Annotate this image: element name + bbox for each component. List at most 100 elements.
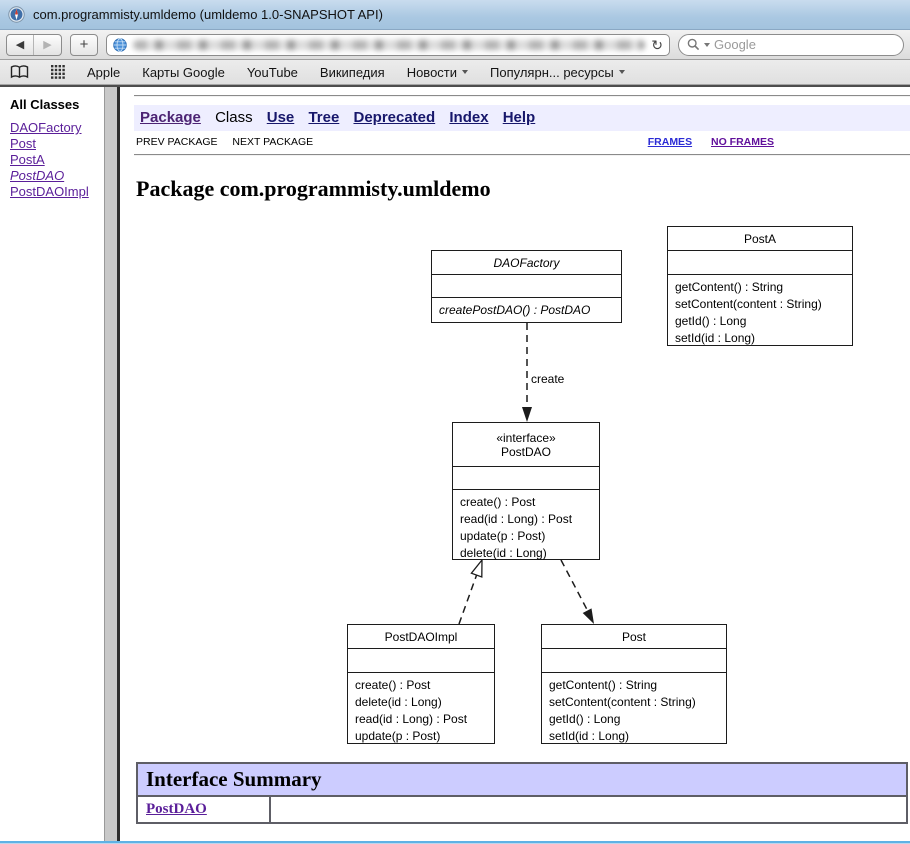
nav-use-link[interactable]: Use <box>266 109 295 126</box>
uml-attributes-compartment <box>453 467 599 490</box>
uml-method: getContent() : String <box>549 678 658 692</box>
nav-help-link[interactable]: Help <box>502 109 536 126</box>
bookmark-item-maps[interactable]: Карты Google <box>142 64 225 80</box>
status-bar <box>0 841 910 844</box>
uml-class-name: Post <box>542 625 726 649</box>
nav-class-label: Class <box>215 109 253 126</box>
chevron-down-icon <box>618 70 625 74</box>
search-options-chevron-icon[interactable] <box>704 42 710 47</box>
summary-description-cell <box>269 795 908 824</box>
all-classes-frame: All Classes DAOFactory Post PostA PostDA… <box>0 87 104 841</box>
uml-method: getId() : Long <box>549 712 621 726</box>
uml-method: create() : Post <box>355 678 431 692</box>
uml-methods-compartment: create() : Post delete(id : Long) read(i… <box>348 673 494 745</box>
uml-methods-compartment: createPostDAO() : PostDAO <box>432 298 621 319</box>
uml-class-name: PostA <box>668 227 852 251</box>
uml-stereotype: «interface» <box>496 430 556 445</box>
uml-diagram: create DAOFactory createPostDAO() : Post… <box>134 224 910 746</box>
censored-url-text <box>133 39 646 50</box>
uml-class-name: PostDAOImpl <box>348 625 494 649</box>
next-package-label: NEXT PACKAGE <box>232 136 314 148</box>
sidebar-link-postdao[interactable]: PostDAO <box>10 168 65 183</box>
nav-button-group: ◀ ▶ <box>6 33 62 56</box>
safari-compass-icon <box>8 6 25 23</box>
uml-interface-postdao: «interface» PostDAO create() : Post read… <box>452 422 600 560</box>
frames-link[interactable]: FRAMES <box>647 136 693 148</box>
create-arrow-label: create <box>531 372 565 386</box>
uml-method: delete(id : Long) <box>355 695 442 709</box>
uml-class-post: Post getContent() : String setContent(co… <box>541 624 727 744</box>
reload-icon[interactable]: ↻ <box>651 36 663 53</box>
uml-method: update(p : Post) <box>355 729 441 743</box>
uml-attributes-compartment <box>432 275 621 298</box>
uml-method: read(id : Long) : Post <box>355 712 468 726</box>
globe-icon <box>113 37 127 52</box>
bookmarks-bar: Apple Карты Google YouTube Википедия Нов… <box>0 60 910 85</box>
rule-top <box>134 95 910 97</box>
uml-attributes-compartment <box>542 649 726 673</box>
nav-package-link[interactable]: Package <box>140 109 201 126</box>
browser-toolbar: ◀ ▶ + ↻ <box>0 30 910 60</box>
bookmark-folder-news[interactable]: Новости <box>407 65 469 80</box>
frameset: All Classes DAOFactory Post PostA PostDA… <box>0 85 910 841</box>
search-input[interactable] <box>714 37 895 52</box>
bookmark-item-youtube[interactable]: YouTube <box>246 64 298 80</box>
sidebar-link-post[interactable]: Post <box>10 136 37 151</box>
uml-class-posta: PostA getContent() : String setContent(c… <box>667 226 853 346</box>
search-field[interactable] <box>678 33 904 56</box>
uml-methods-compartment: getContent() : String setContent(content… <box>668 275 852 347</box>
uml-attributes-compartment <box>668 251 852 275</box>
interface-summary-header: Interface Summary <box>136 762 908 797</box>
uml-method: getId() : Long <box>675 314 747 328</box>
bookmark-item-wikipedia[interactable]: Википедия <box>319 64 385 80</box>
uml-class-daofactory: DAOFactory createPostDAO() : PostDAO <box>431 250 622 323</box>
sidebar-link-posta[interactable]: PostA <box>10 152 45 167</box>
frame-divider[interactable] <box>104 87 120 841</box>
summary-postdao-link[interactable]: PostDAO <box>146 801 207 817</box>
new-tab-button[interactable]: + <box>70 33 98 56</box>
interface-summary-section: Interface Summary PostDAO <box>136 762 908 824</box>
bookmarks-book-icon[interactable] <box>10 65 29 79</box>
uml-class-postdaoimpl: PostDAOImpl create() : Post delete(id : … <box>347 624 495 744</box>
uml-method: setId(id : Long) <box>549 729 630 743</box>
bookmark-folder-popular[interactable]: Популярн... ресурсы <box>490 65 625 80</box>
chevron-down-icon <box>462 70 469 74</box>
sidebar-link-postdaoimpl[interactable]: PostDAOImpl <box>10 184 89 199</box>
forward-button[interactable]: ▶ <box>43 39 52 51</box>
window-title: com.programmisty.umldemo (umldemo 1.0-SN… <box>33 7 383 22</box>
uml-arrows <box>458 323 594 625</box>
nav-tree-link[interactable]: Tree <box>308 109 340 126</box>
uml-class-name: «interface» PostDAO <box>453 423 599 467</box>
uml-method: read(id : Long) : Post <box>460 512 573 526</box>
uml-method: getContent() : String <box>675 280 784 294</box>
uml-methods-compartment: getContent() : String setContent(content… <box>542 673 726 745</box>
uml-attributes-compartment <box>348 649 494 673</box>
rule-under-nav <box>134 154 910 156</box>
uml-method: setId(id : Long) <box>675 331 756 345</box>
prev-package-label: PREV PACKAGE <box>136 136 218 148</box>
uml-method: delete(id : Long) <box>460 546 547 560</box>
top-sites-grid-icon[interactable] <box>51 65 65 79</box>
page-title: Package com.programmisty.umldemo <box>136 176 491 201</box>
bookmark-item-apple[interactable]: Apple <box>87 64 121 80</box>
javadoc-subnav: PREV PACKAGE NEXT PACKAGE FRAMES NO FRAM… <box>134 131 910 154</box>
uml-method: setContent(content : String) <box>549 695 696 709</box>
nav-index-link[interactable]: Index <box>449 109 489 126</box>
window-titlebar: com.programmisty.umldemo (umldemo 1.0-SN… <box>0 0 910 30</box>
uml-methods-compartment: create() : Post read(id : Long) : Post u… <box>453 490 599 562</box>
uml-method: setContent(content : String) <box>675 297 822 311</box>
search-icon <box>687 38 700 51</box>
all-classes-heading: All Classes <box>10 97 80 112</box>
table-row: PostDAO <box>136 795 908 824</box>
uml-class-name: DAOFactory <box>432 251 621 275</box>
javadoc-navbar: Package Class Use Tree Deprecated Index … <box>134 105 910 131</box>
no-frames-link[interactable]: NO FRAMES <box>711 136 774 148</box>
uml-method: update(p : Post) <box>460 529 546 543</box>
nav-deprecated-link[interactable]: Deprecated <box>353 109 436 126</box>
package-frame: Package Class Use Tree Deprecated Index … <box>120 87 910 841</box>
sidebar-link-daofactory[interactable]: DAOFactory <box>10 120 82 135</box>
uml-method: createPostDAO() : PostDAO <box>439 303 591 317</box>
back-button[interactable]: ◀ <box>7 34 34 55</box>
uml-method: create() : Post <box>460 495 536 509</box>
address-bar[interactable]: ↻ <box>106 33 670 56</box>
